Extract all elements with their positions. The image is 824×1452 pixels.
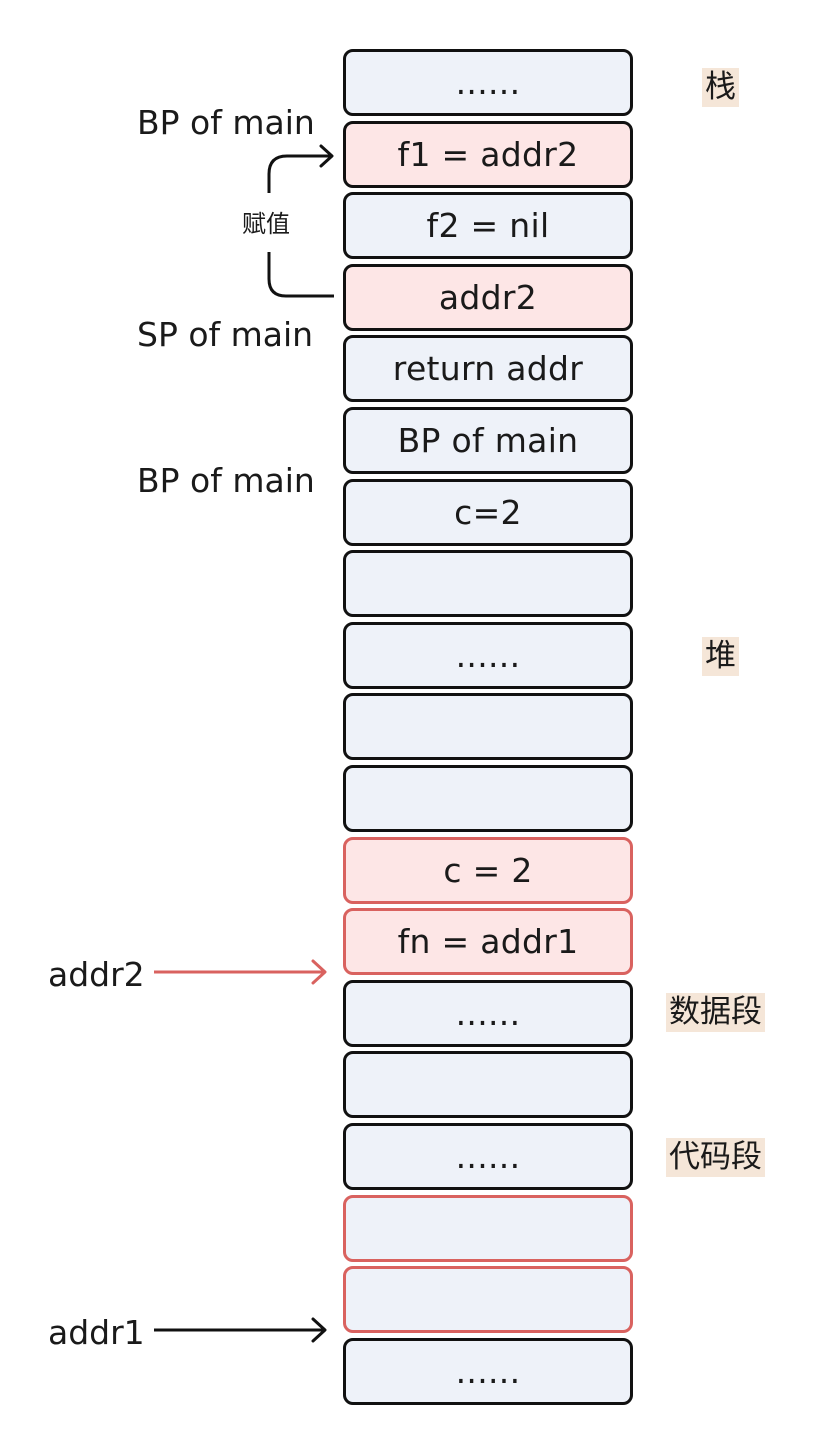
memory-cell-text: ...... [455,63,521,102]
memory-cell: BP of main [343,407,633,474]
bp-of-main-top-label: BP of main [137,103,315,142]
memory-cell-text: fn = addr1 [397,922,579,961]
sp-of-main-label: SP of main [137,315,314,354]
memory-cell-text: ...... [455,636,521,675]
region-tag-stack: 栈 [702,68,739,107]
memory-cell: ...... [343,980,633,1047]
memory-cell [343,1266,633,1333]
memory-cell: c=2 [343,479,633,546]
memory-cell: ...... [343,622,633,689]
memory-cell-text: ...... [455,994,521,1033]
memory-cell: addr2 [343,264,633,331]
bp-of-main-lower-label: BP of main [137,461,315,500]
memory-cell-text: c = 2 [443,851,533,890]
memory-cell: ...... [343,1338,633,1405]
memory-cell-text: addr2 [438,278,538,317]
addr1-label: addr1 [48,1313,145,1352]
memory-cell-text: f1 = addr2 [397,135,579,174]
assign-label: 赋值 [242,210,290,238]
memory-cell: c = 2 [343,837,633,904]
memory-cell-text: f2 = nil [426,206,550,245]
memory-cell-text: return addr [392,349,584,388]
memory-cell-text: BP of main [397,421,579,460]
memory-cell-text: ...... [455,1137,521,1176]
memory-cell-text: c=2 [454,493,522,532]
memory-cell: f2 = nil [343,192,633,259]
memory-cell: ...... [343,49,633,116]
memory-cell [343,550,633,617]
memory-cell: return addr [343,335,633,402]
memory-cell: fn = addr1 [343,908,633,975]
region-tag-code-segment: 代码段 [666,1138,765,1177]
memory-cell: ...... [343,1123,633,1190]
memory-cell [343,1195,633,1262]
memory-cell [343,1051,633,1118]
memory-cell: f1 = addr2 [343,121,633,188]
memory-cell [343,765,633,832]
region-tag-heap: 堆 [702,637,739,676]
memory-cell-text: ...... [455,1352,521,1391]
addr2-label: addr2 [48,955,145,994]
region-tag-data-segment: 数据段 [666,993,765,1032]
memory-cell [343,693,633,760]
